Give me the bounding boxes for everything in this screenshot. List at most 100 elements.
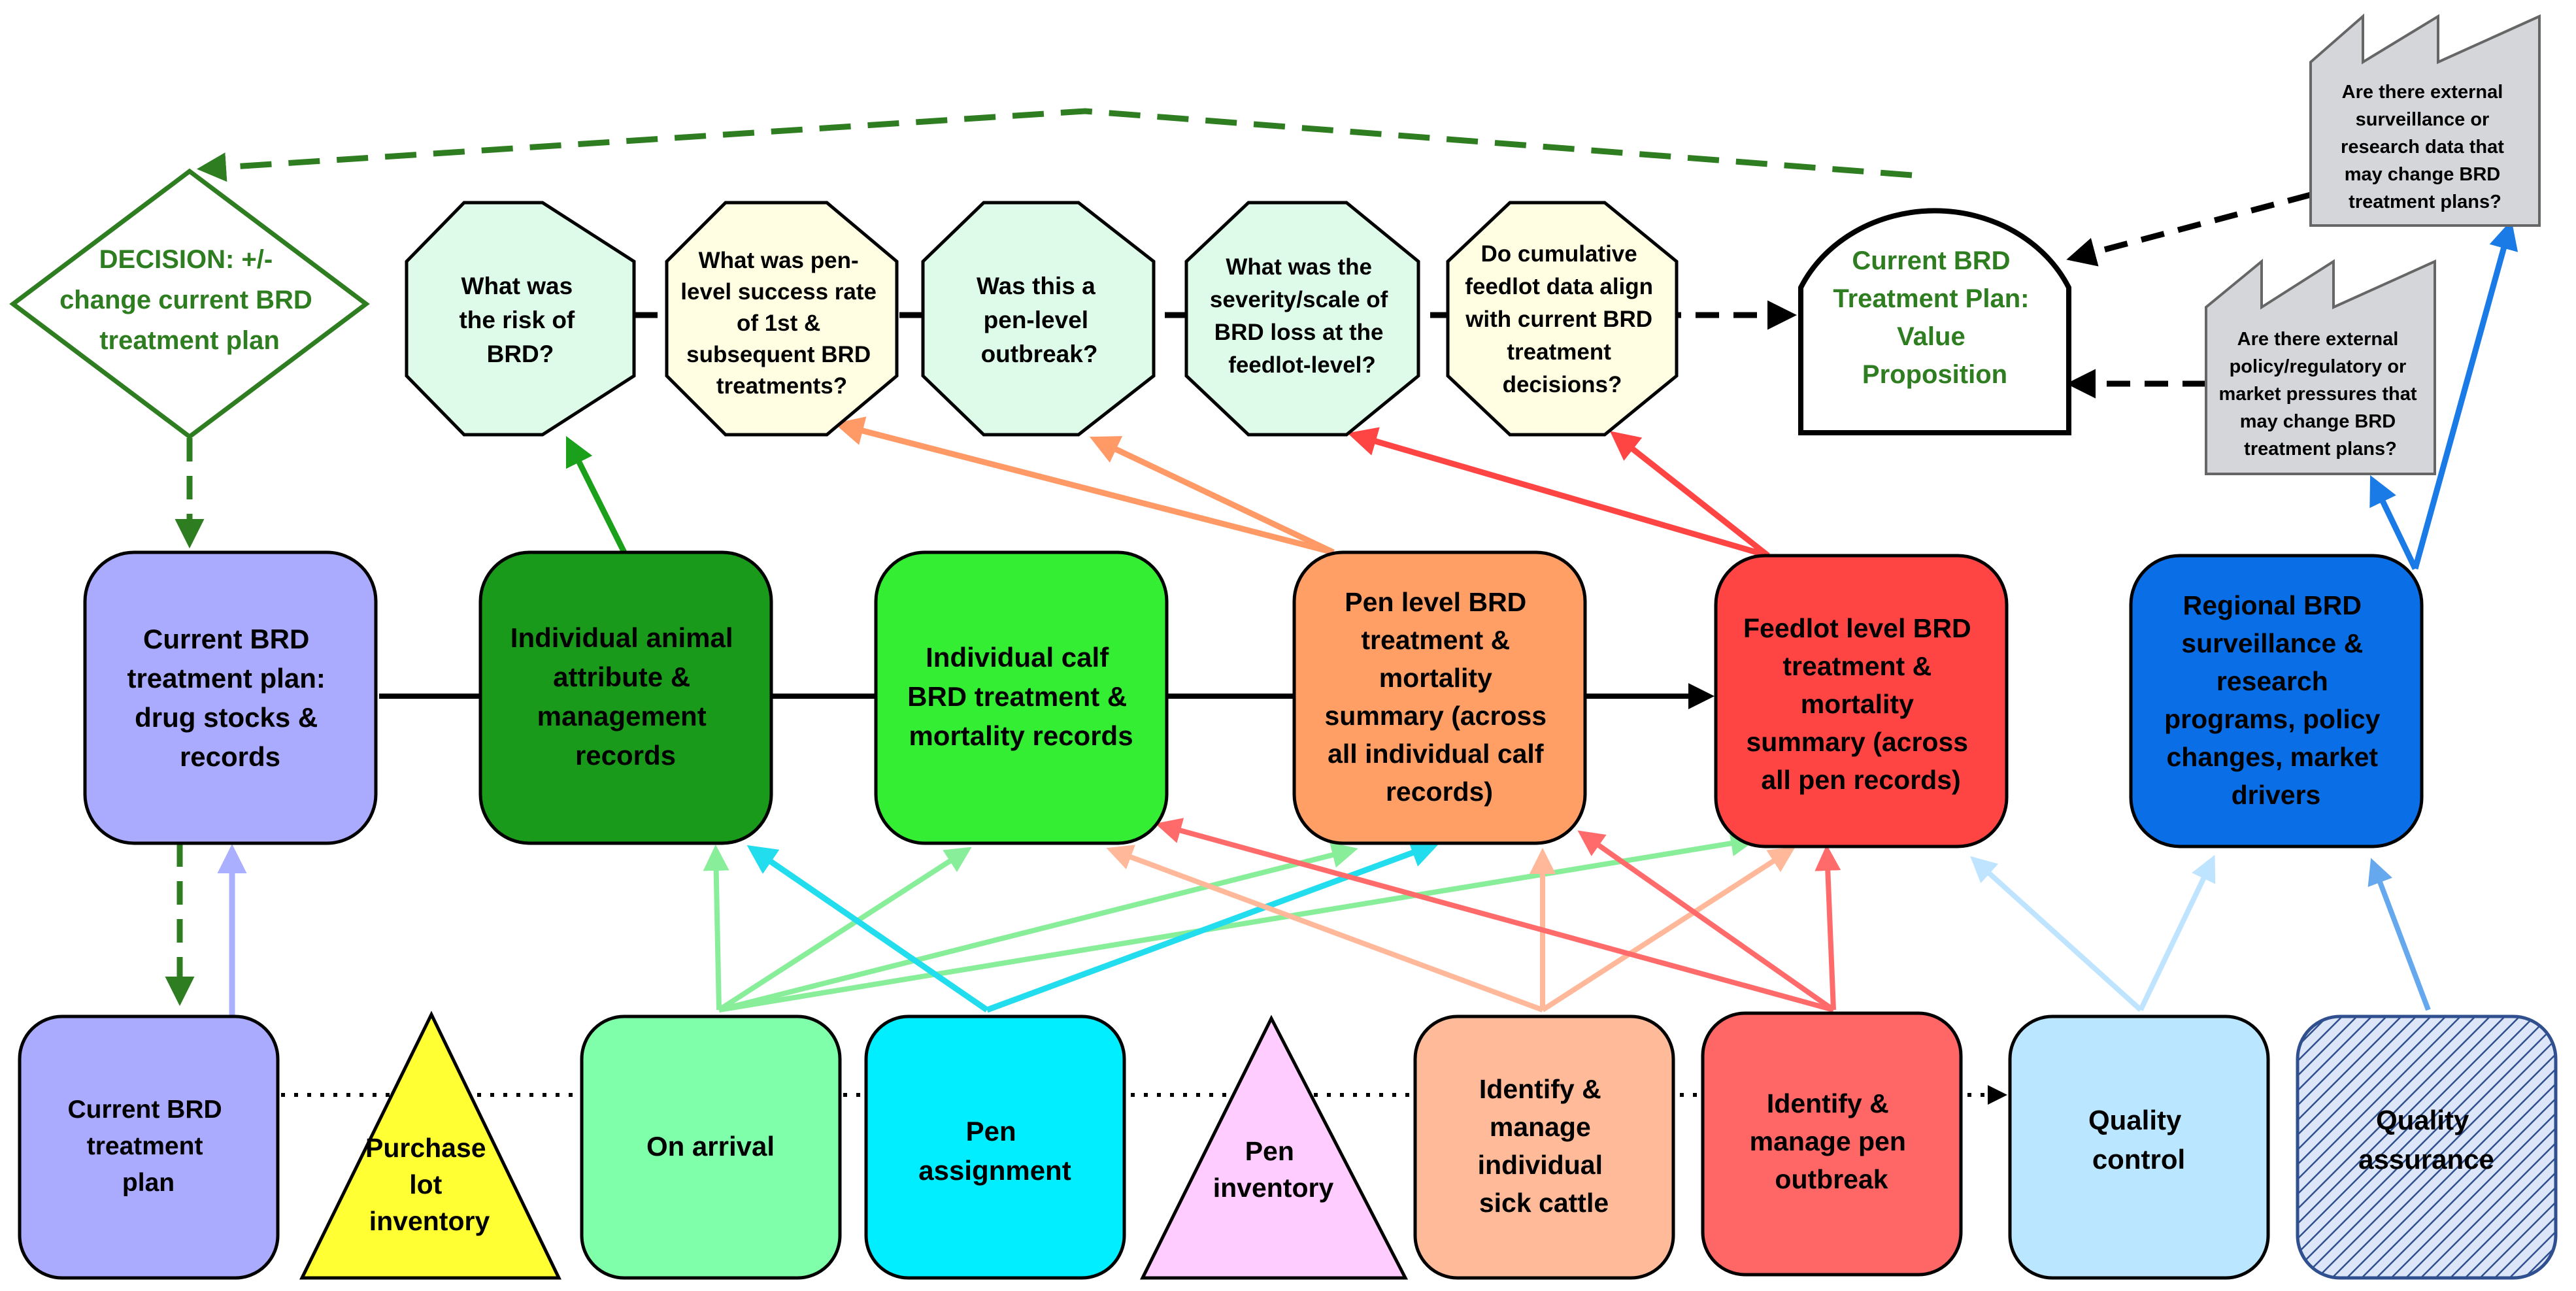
feedlot-summary-to-align-arrow [1609, 431, 1770, 558]
record-line: surveillance & [2181, 628, 2363, 658]
record-line: mortality records [909, 720, 1133, 751]
process-line: Identify & [1767, 1088, 1889, 1118]
record-individual-calf: Individual calf BRD treatment & mortalit… [874, 550, 1169, 845]
svg-text:Identify & manage pen: Identify & manage pen outbreak [1750, 1088, 1914, 1194]
record-line: mortality [1379, 663, 1492, 693]
process-line: sick cattle [1479, 1188, 1609, 1218]
question-line: subsequent BRD [686, 342, 871, 367]
record-individual-animal: Individual animal attribute & management… [478, 550, 773, 845]
svg-text:DECISION: +/- change cur: DECISION: +/- change current BRD treatme… [59, 245, 320, 355]
svg-text:Individual calf BRD trea: Individual calf BRD treatment & mortalit… [907, 642, 1135, 751]
question-line: BRD loss at the [1214, 320, 1384, 345]
question-line: decisions? [1503, 372, 1622, 397]
process-purchase-lot: Purchase lot inventory [299, 1011, 561, 1280]
record-line: management [537, 701, 707, 731]
question-line: Do cumulative [1481, 241, 1637, 267]
question-line: level success rate [680, 279, 877, 305]
decision-line: change current BRD [59, 286, 312, 314]
record-line: treatment & [1361, 625, 1510, 655]
record-line: treatment plan: [127, 663, 325, 694]
process-line: Pen [1245, 1136, 1294, 1166]
question-octagon-outbreak: Was this a pen-level outbreak? [921, 201, 1156, 437]
regional-to-policy-arrow [2369, 475, 2418, 570]
external-policy-factory: Are there external policy/regulatory or … [2205, 258, 2436, 475]
record-line: Feedlot level BRD [1743, 613, 1971, 643]
qc-to-feedlot-summary-arrow [1970, 856, 2143, 1012]
question-line: What was [461, 273, 573, 299]
external-surveillance-factory: Are there external surveillance or resea… [2309, 13, 2541, 227]
process-identify-sick: Identify & manage individual sick cattle [1413, 1014, 1675, 1280]
process-line: outbreak [1775, 1164, 1888, 1194]
regional-to-surveillance-arrow [2412, 220, 2518, 570]
svg-text:Pen level BRD treatment: Pen level BRD treatment & mortality summ… [1325, 587, 1554, 807]
record-line: Individual animal [510, 622, 733, 653]
record-line: Regional BRD [2183, 590, 2362, 620]
process-quality-assurance: Quality assurance [2296, 1014, 2558, 1280]
arrival-to-pen-summary-arrow [718, 842, 1358, 1013]
process-line: Current BRD [67, 1096, 222, 1124]
process-line: assignment [918, 1155, 1071, 1186]
question-octagon-alignment: Do cumulative feedlot data align with cu… [1446, 201, 1679, 437]
process-line: inventory [1213, 1173, 1334, 1203]
process-line: Quality [2376, 1105, 2469, 1135]
process-line: Purchase [365, 1133, 486, 1163]
feedback-loop-arrow [197, 108, 1913, 182]
svg-text:Quality assurance: Quality assurance [2358, 1105, 2494, 1175]
record-pen-level-summary: Pen level BRD treatment & mortality summ… [1292, 550, 1587, 845]
arrival-to-calf-arrow [717, 847, 972, 1013]
record-line: drivers [2232, 780, 2321, 810]
record-regional-surveillance: Regional BRD surveillance & research pro… [2129, 554, 2424, 848]
question-octagon-severity: What was the severity/scale of BRD loss … [1184, 201, 1420, 437]
process-line: plan [122, 1169, 175, 1197]
outbreak-to-pen-summary-arrow [1577, 830, 1835, 1013]
record-line: BRD treatment & [907, 681, 1127, 712]
question-line: severity/scale of [1210, 287, 1388, 312]
process-quality-control: Quality control [2008, 1014, 2270, 1280]
svg-text:What was the risk of: What was the risk of BRD? [459, 273, 581, 367]
record-line: research [2216, 666, 2328, 696]
question-line: with current BRD [1465, 307, 1652, 332]
question-octagon-risk: What was the risk of BRD? [405, 201, 636, 437]
value-line: Treatment Plan: [1833, 284, 2029, 313]
process-line: treatment [87, 1132, 203, 1160]
process-line: individual [1478, 1150, 1603, 1180]
external-line: may change BRD [2240, 411, 2396, 432]
process-line: manage pen [1750, 1126, 1906, 1156]
svg-text:Current BRD treatment pl: Current BRD treatment plan: drug stocks … [127, 624, 333, 772]
record-line: records [180, 741, 280, 772]
svg-text:Purchase lot inven: Purchase lot inventory [365, 1133, 493, 1236]
external-line: policy/regulatory or [2230, 356, 2407, 377]
record-line: treatment & [1782, 651, 1932, 681]
record-line: records [575, 740, 676, 771]
outbreak-to-calf-arrow [1155, 818, 1835, 1013]
question-line: of 1st & [737, 310, 820, 336]
sick-to-feedlot-summary-arrow [1541, 847, 1796, 1013]
arrival-to-feedlot-summary-arrow [718, 830, 1757, 1013]
process-line: On arrival [646, 1131, 775, 1162]
value-line: Proposition [1862, 360, 2007, 389]
svg-text:Are there external surve: Are there external surveillance or resea… [2341, 82, 2509, 212]
process-pen-inventory: Pen inventory [1139, 1014, 1409, 1280]
external-line: surveillance or [2356, 109, 2490, 130]
svg-text:Identify & manage: Identify & manage individual sick cattle [1478, 1074, 1611, 1218]
record-line: all individual calf [1328, 739, 1544, 769]
decision-line: DECISION: +/- [99, 245, 273, 274]
svg-text:Regional BRD surveillanc: Regional BRD surveillance & research pro… [2164, 590, 2388, 810]
question-line: outbreak? [981, 341, 1098, 367]
question-line: treatment [1507, 339, 1611, 365]
external-line: Are there external [2342, 82, 2503, 103]
record-line: mortality [1801, 689, 1914, 719]
process-line: Identify & [1479, 1074, 1601, 1104]
svg-text:Current BRD Treatment Pl: Current BRD Treatment Plan: Value Propos… [1833, 246, 2036, 389]
external-line: treatment plans? [2349, 192, 2501, 212]
pen-summary-to-success-arrow [834, 416, 1335, 556]
svg-text:Individual animal attrib: Individual animal attribute & management… [510, 622, 741, 771]
outbreak-to-feedlot-summary-arrow [1815, 845, 1841, 1011]
question-line: pen-level [984, 307, 1088, 333]
svg-text:What was pen- level succ: What was pen- level success rate of 1st … [680, 248, 882, 399]
process-line: control [2092, 1144, 2185, 1175]
decision-line: treatment plan [99, 326, 280, 355]
record-line: drug stocks & [135, 702, 318, 733]
assignment-to-animal-arrow [746, 845, 989, 1013]
